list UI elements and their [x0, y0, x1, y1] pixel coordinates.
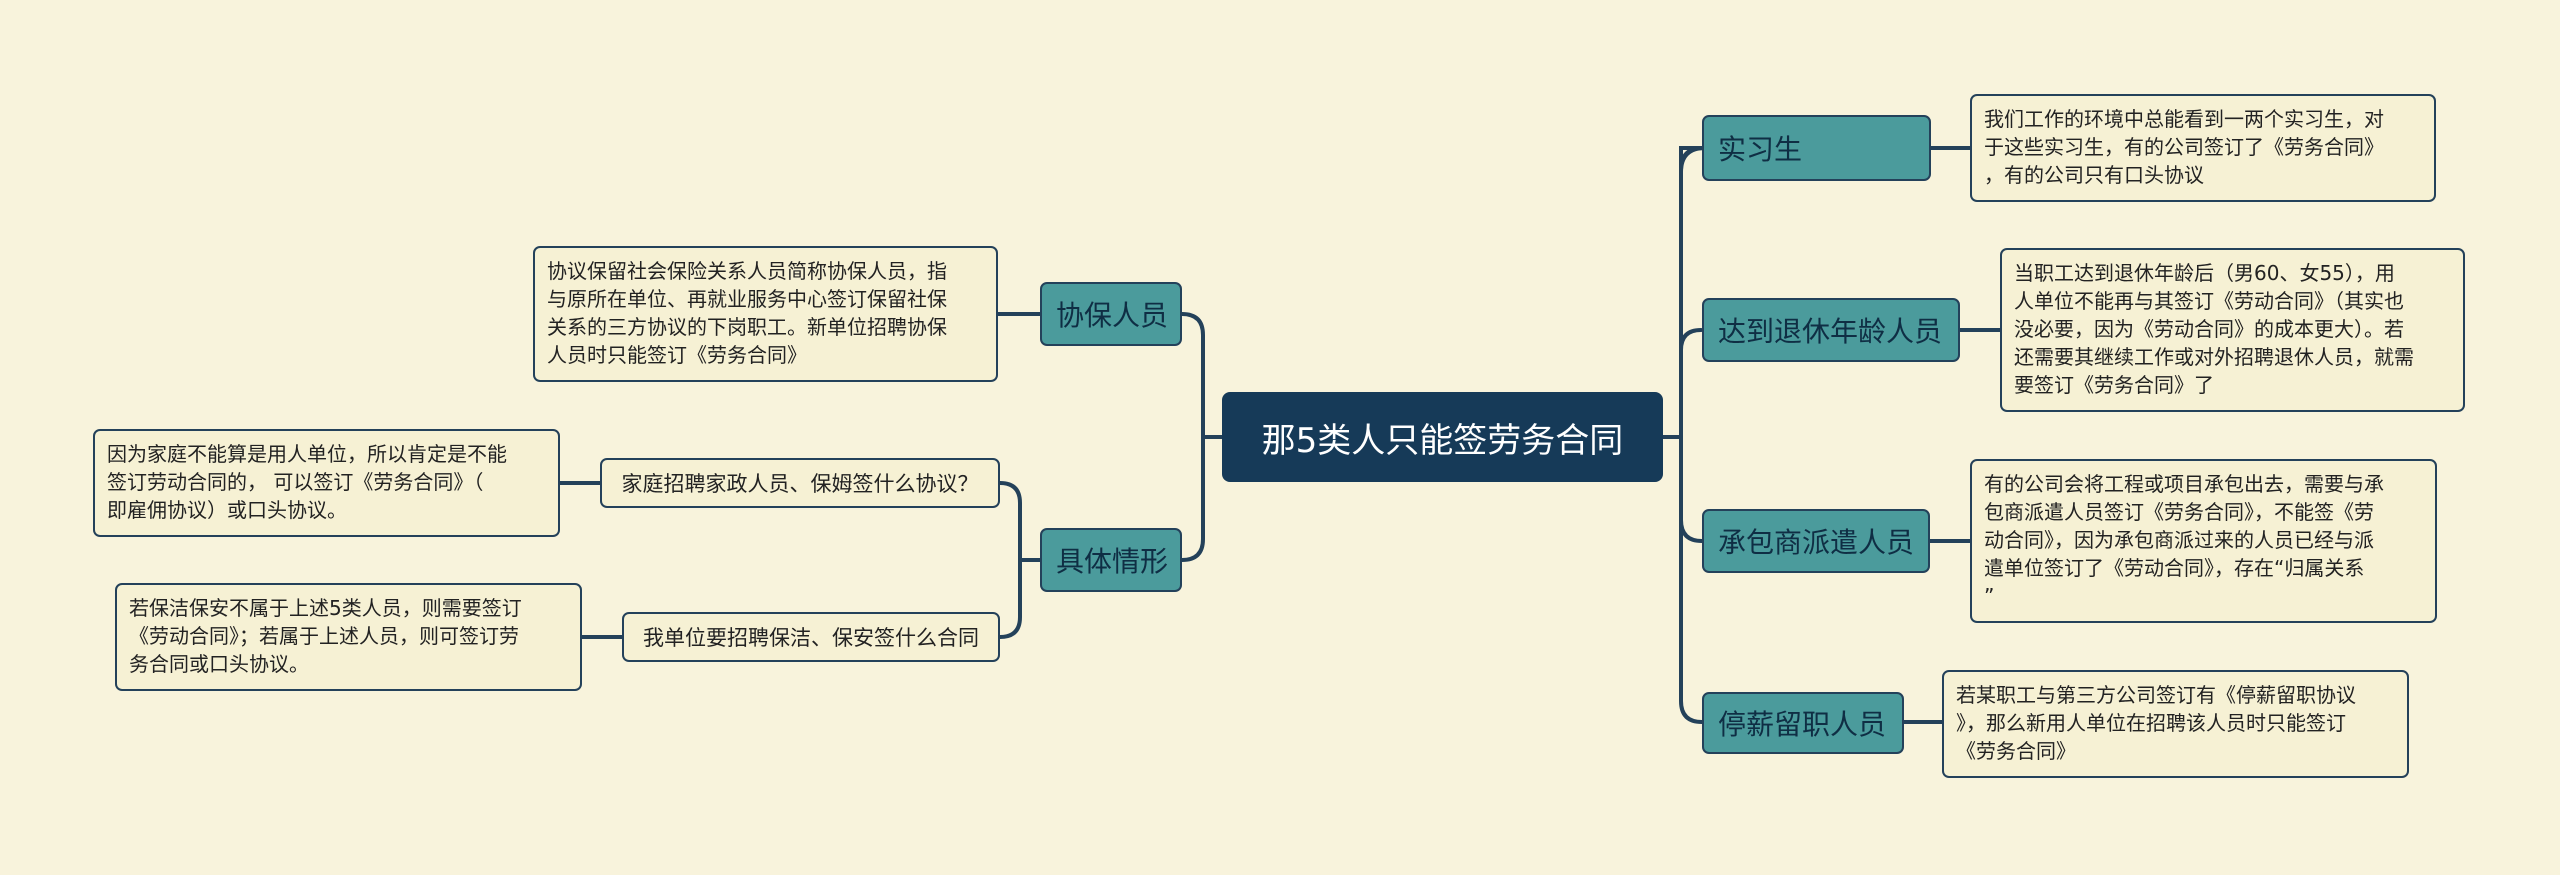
leaf-line: 因为家庭不能算是用人单位，所以肯定是不能 — [107, 442, 507, 466]
sub-baojie-label: 我单位要招聘保洁、保安签什么合同 — [643, 626, 979, 650]
root-node[interactable]: 那5类人只能签劳务合同 — [1222, 392, 1663, 482]
branch-juti[interactable]: 具体情形 — [1040, 528, 1182, 592]
connector-to-chengbao — [1679, 435, 1704, 543]
branch-juti-label: 具体情形 — [1056, 545, 1169, 578]
leaf-chengbao: 有的公司会将工程或项目承包出去，需要与承 包商派遣人员签订《劳务合同》，不能签《… — [1970, 459, 2437, 623]
leaf-line: 有的公司会将工程或项目承包出去，需要与承 — [1984, 472, 2384, 496]
leaf-line: 关系的三方协议的下岗职工。新单位招聘协保 — [547, 315, 947, 339]
leaf-line: 我们工作的环境中总能看到一两个实习生，对 — [1984, 107, 2384, 131]
leaf-tingxin: 若某职工与第三方公司签订有《停薪留职协议 》，那么新用人单位在招聘该人员时只能签… — [1942, 670, 2409, 778]
leaf-line: 要签订《劳务合同》了 — [2014, 373, 2214, 397]
branch-xiebao-label: 协保人员 — [1056, 299, 1169, 332]
branch-shixisheng[interactable]: 实习生 — [1702, 115, 1931, 181]
leaf-line: 人单位不能再与其签订《劳动合同》（其实也 — [2014, 289, 2404, 313]
leaf-line: 签订劳动合同的， 可以签订《劳务合同》（ — [107, 470, 484, 494]
branch-tuixiu-label: 达到退休年龄人员 — [1718, 315, 1943, 348]
connector-to-sub-jiating — [998, 481, 1022, 562]
leaf-line: 若某职工与第三方公司签订有《停薪留职协议 — [1956, 683, 2356, 707]
leaf-line: ” — [1984, 584, 1995, 608]
connector-to-sub-baojie — [998, 558, 1022, 639]
leaf-shixisheng: 我们工作的环境中总能看到一两个实习生，对 于这些实习生，有的公司签订了《劳务合同… — [1970, 94, 2436, 202]
leaf-line: ，有的公司只有口头协议 — [1984, 163, 2204, 187]
leaf-jiating: 因为家庭不能算是用人单位，所以肯定是不能 签订劳动合同的， 可以签订《劳务合同》… — [93, 429, 560, 537]
branch-tingxin-label: 停薪留职人员 — [1718, 708, 1887, 741]
branch-xiebao[interactable]: 协保人员 — [1040, 282, 1182, 346]
leaf-line: 与原所在单位、再就业服务中心签订保留社保 — [547, 287, 947, 311]
leaf-line: 即雇佣协议）或口头协议。 — [107, 498, 347, 522]
leaf-line: 务合同或口头协议。 — [129, 652, 309, 676]
branch-tingxin[interactable]: 停薪留职人员 — [1702, 692, 1904, 754]
branch-chengbao-label: 承包商派遣人员 — [1718, 526, 1915, 559]
connector-to-shixisheng — [1679, 146, 1705, 439]
sub-baojie[interactable]: 我单位要招聘保洁、保安签什么合同 — [622, 612, 1000, 662]
connector-to-tingxin — [1679, 435, 1704, 724]
connector-to-tuixiu — [1679, 328, 1703, 439]
connector-to-juti — [1180, 435, 1205, 562]
leaf-line: 还需要其继续工作或对外招聘退休人员，就需 — [2014, 345, 2414, 369]
leaf-line: 遣单位签订了《劳动合同》，存在“归属关系 — [1984, 556, 2365, 580]
leaf-tuixiu: 当职工达到退休年龄后（男60、女55），用 人单位不能再与其签订《劳动合同》（其… — [2000, 248, 2465, 412]
sub-jiating-label: 家庭招聘家政人员、保姆签什么协议？ — [621, 472, 979, 496]
branch-shixisheng-label: 实习生 — [1718, 133, 1803, 166]
leaf-line: 没必要，因为《劳动合同》的成本更大）。若 — [2014, 317, 2404, 341]
leaf-line: 于这些实习生，有的公司签订了《劳务合同》 — [1984, 135, 2384, 159]
leaf-line: 当职工达到退休年龄后（男60、女55），用 — [2014, 261, 2395, 285]
branch-tuixiu[interactable]: 达到退休年龄人员 — [1702, 298, 1960, 362]
connector-to-xiebao — [1180, 312, 1205, 439]
leaf-line: 》，那么新用人单位在招聘该人员时只能签订 — [1956, 711, 2346, 735]
leaf-xiebao: 协议保留社会保险关系人员简称协保人员，指 与原所在单位、再就业服务中心签订保留社… — [533, 246, 998, 382]
leaf-line: 动合同》，因为承包商派过来的人员已经与派 — [1984, 528, 2374, 552]
leaf-line: 人员时只能签订《劳务合同》 — [547, 343, 807, 367]
sub-jiating[interactable]: 家庭招聘家政人员、保姆签什么协议？ — [600, 458, 1000, 508]
leaf-line: 《劳务合同》 — [1956, 739, 2076, 763]
leaf-line: 协议保留社会保险关系人员简称协保人员，指 — [547, 259, 947, 283]
leaf-line: 若保洁保安不属于上述5类人员，则需要签订 — [129, 596, 522, 620]
branch-chengbao[interactable]: 承包商派遣人员 — [1702, 509, 1930, 573]
connector-right-spine — [1679, 146, 1706, 439]
leaf-baojie: 若保洁保安不属于上述5类人员，则需要签订 《劳动合同》；若属于上述人员，则可签订… — [115, 583, 582, 691]
leaf-line: 包商派遣人员签订《劳务合同》，不能签《劳 — [1984, 500, 2374, 524]
root-label: 那5类人只能签劳务合同 — [1261, 420, 1624, 461]
leaf-line: 《劳动合同》；若属于上述人员，则可签订劳 — [129, 624, 519, 648]
